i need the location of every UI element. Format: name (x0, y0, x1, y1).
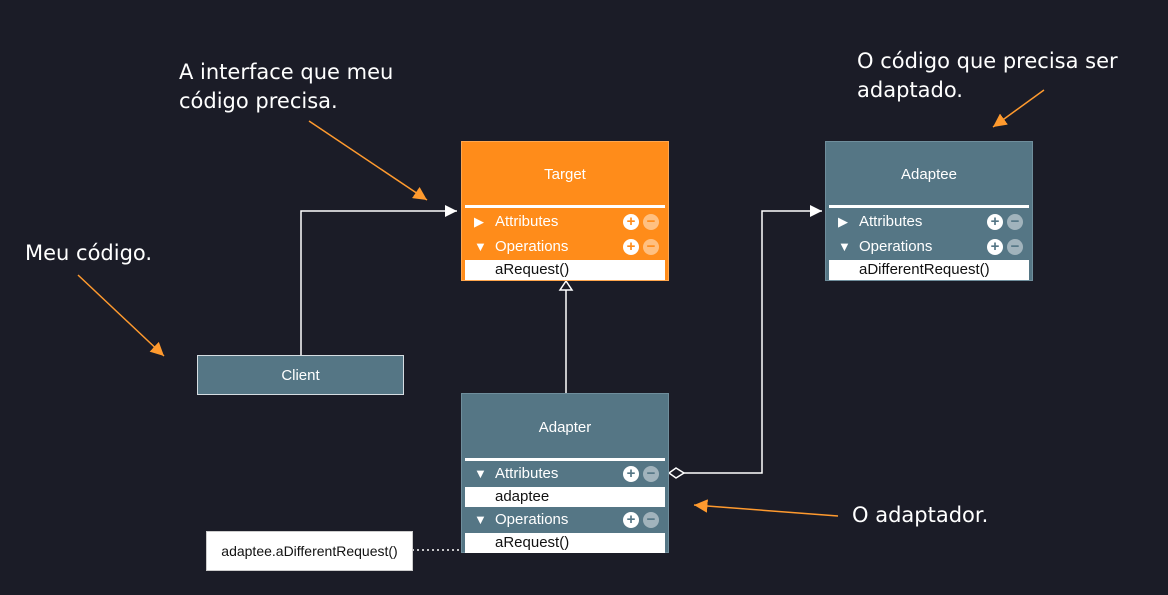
attributes-section[interactable]: ▶ Attributes + − (462, 210, 668, 234)
add-icon[interactable]: + (623, 466, 639, 482)
remove-icon[interactable]: − (643, 239, 659, 255)
class-divider (465, 205, 665, 208)
remove-icon[interactable]: − (643, 512, 659, 528)
attributes-section[interactable]: ▶ Attributes + − (826, 210, 1032, 234)
add-icon[interactable]: + (623, 239, 639, 255)
remove-icon[interactable]: − (1007, 239, 1023, 255)
section-label: Attributes (495, 465, 559, 482)
section-label: Operations (495, 511, 569, 528)
remove-icon[interactable]: − (1007, 214, 1023, 230)
expanded-arrow-icon[interactable]: ▼ (474, 466, 487, 481)
adapter-adaptee-aggregation (684, 205, 822, 474)
operation-item[interactable]: aDifferentRequest() (829, 260, 1029, 280)
class-title: Adapter (538, 419, 592, 436)
adapter-note-arrow (693, 499, 839, 517)
operation-item[interactable]: aRequest() (465, 533, 665, 553)
remove-icon[interactable]: − (643, 214, 659, 230)
adapter-annotation: O adaptador. (852, 503, 989, 527)
add-icon[interactable]: + (987, 239, 1003, 255)
expanded-arrow-icon[interactable]: ▼ (474, 239, 487, 254)
target-note-arrow (308, 120, 428, 201)
client-note-arrow (77, 274, 165, 357)
operations-section[interactable]: ▼ Operations + − (462, 235, 668, 259)
client-class[interactable]: Client (197, 355, 404, 395)
target-annotation: A interface que meu código precisa. (179, 60, 394, 113)
section-label: Operations (495, 238, 569, 255)
adapter-class[interactable]: Adapter ▼ Attributes + − adaptee ▼ Opera… (461, 393, 669, 553)
operation-item[interactable]: aRequest() (465, 260, 665, 280)
class-title: Client (281, 367, 320, 384)
section-label: Attributes (495, 213, 559, 230)
operations-section[interactable]: ▼ Operations + − (462, 508, 668, 532)
remove-icon[interactable]: − (643, 466, 659, 482)
adaptee-note-arrow (992, 89, 1045, 128)
add-icon[interactable]: + (987, 214, 1003, 230)
aggregation-diamond-icon (667, 467, 686, 479)
add-icon[interactable]: + (623, 214, 639, 230)
code-note[interactable]: adaptee.aDifferentRequest() (206, 531, 413, 571)
client-target-association (300, 205, 457, 355)
code-note-text: adaptee.aDifferentRequest() (221, 543, 398, 559)
attributes-section[interactable]: ▼ Attributes + − (462, 462, 668, 486)
collapsed-arrow-icon[interactable]: ▶ (474, 214, 484, 229)
collapsed-arrow-icon[interactable]: ▶ (838, 214, 848, 229)
adaptee-annotation: O código que precisa ser adaptado. (857, 49, 1118, 102)
target-class[interactable]: Target ▶ Attributes + − ▼ Operations + −… (461, 141, 669, 281)
class-divider (465, 458, 665, 461)
class-divider (829, 205, 1029, 208)
expanded-arrow-icon[interactable]: ▼ (474, 512, 487, 527)
adaptee-class[interactable]: Adaptee ▶ Attributes + − ▼ Operations + … (825, 141, 1033, 281)
add-icon[interactable]: + (623, 512, 639, 528)
section-label: Operations (859, 238, 933, 255)
generalization-triangle-icon (558, 279, 574, 291)
class-title: Target (544, 166, 586, 183)
section-label: Attributes (859, 213, 923, 230)
class-title: Adaptee (901, 166, 957, 183)
client-annotation: Meu código. (25, 241, 153, 265)
expanded-arrow-icon[interactable]: ▼ (838, 239, 851, 254)
operations-section[interactable]: ▼ Operations + − (826, 235, 1032, 259)
attribute-item[interactable]: adaptee (465, 487, 665, 507)
